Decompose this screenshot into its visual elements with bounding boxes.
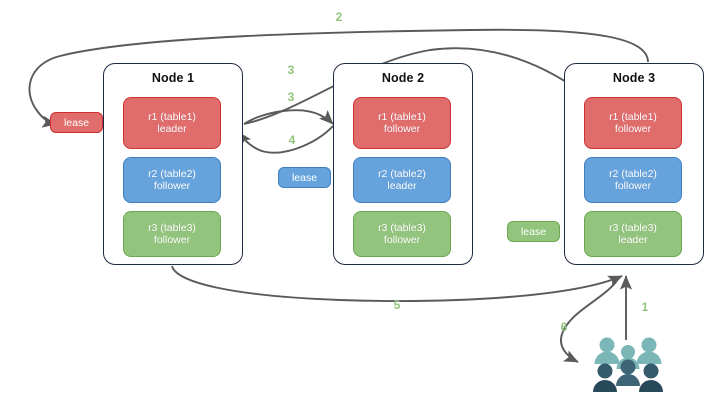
- node-title-node3: Node 3: [612, 71, 656, 85]
- replica-n1r1[interactable]: r1 (table1) leader: [123, 97, 221, 149]
- replica-name: r3 (table3): [609, 221, 657, 234]
- replica-name: r1 (table1): [378, 110, 426, 123]
- replica-n2r2[interactable]: r2 (table2) leader: [353, 157, 451, 203]
- replica-name: r1 (table1): [609, 110, 657, 123]
- node-title-node2: Node 2: [381, 71, 425, 85]
- replica-n3r1[interactable]: r1 (table1) follower: [584, 97, 682, 149]
- replica-name: r2 (table2): [148, 167, 196, 180]
- replica-role: follower: [383, 123, 421, 135]
- replica-name: r2 (table2): [609, 167, 657, 180]
- edge-step-5: [171, 265, 623, 302]
- step-label-2: 2: [335, 10, 343, 24]
- lease-chip-r2[interactable]: lease: [278, 167, 331, 188]
- edge-step-3-to-node2: [243, 109, 334, 125]
- replica-role: leader: [618, 234, 648, 246]
- step-label-1: 1: [641, 300, 649, 314]
- step-label-6: 6: [560, 320, 568, 334]
- node-title-node1: Node 1: [151, 71, 195, 85]
- lease-chip-r3[interactable]: lease: [507, 221, 560, 242]
- replica-n2r3[interactable]: r3 (table3) follower: [353, 211, 451, 257]
- replica-n2r1[interactable]: r1 (table1) follower: [353, 97, 451, 149]
- replica-n3r2[interactable]: r2 (table2) follower: [584, 157, 682, 203]
- replica-n3r3[interactable]: r3 (table3) leader: [584, 211, 682, 257]
- users-icon[interactable]: [592, 336, 664, 394]
- replica-role: leader: [157, 123, 187, 135]
- replica-role: follower: [383, 234, 421, 246]
- replica-role: follower: [614, 123, 652, 135]
- replica-n1r3[interactable]: r3 (table3) follower: [123, 211, 221, 257]
- step-label-3a: 3: [287, 63, 295, 77]
- lease-chip-r1[interactable]: lease: [50, 112, 103, 133]
- replica-name: r3 (table3): [148, 221, 196, 234]
- step-label-4: 4: [288, 133, 296, 147]
- step-label-3b: 3: [287, 90, 295, 104]
- replica-role: follower: [614, 180, 652, 192]
- replica-n1r2[interactable]: r2 (table2) follower: [123, 157, 221, 203]
- replica-role: follower: [153, 234, 191, 246]
- replica-role: follower: [153, 180, 191, 192]
- replica-name: r1 (table1): [148, 110, 196, 123]
- step-label-5: 5: [393, 298, 401, 312]
- replica-name: r2 (table2): [378, 167, 426, 180]
- replica-role: leader: [387, 180, 417, 192]
- replica-name: r3 (table3): [378, 221, 426, 234]
